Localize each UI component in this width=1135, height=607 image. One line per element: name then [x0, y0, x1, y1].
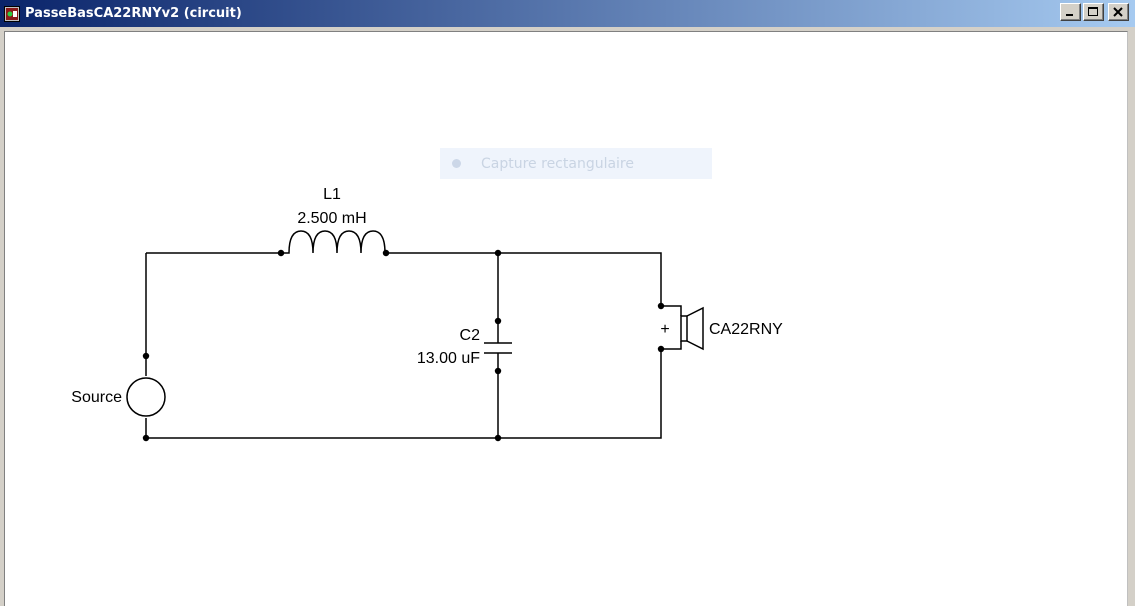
window-controls	[1060, 3, 1129, 21]
window-title: PasseBasCA22RNYv2 (circuit)	[25, 6, 242, 21]
maximize-icon	[1088, 7, 1098, 16]
speaker-polarity-label: +	[660, 321, 669, 338]
inductor-name-label: L1	[323, 186, 341, 203]
capacitor-name-label: C2	[460, 327, 481, 344]
wire-spk-plus	[661, 305, 682, 316]
source-label: Source	[71, 389, 122, 406]
title-bar[interactable]: PasseBasCA22RNYv2 (circuit)	[0, 0, 1135, 27]
speaker-name-label: CA22RNY	[709, 321, 783, 338]
minimize-icon	[1066, 14, 1073, 16]
source-symbol	[126, 377, 166, 417]
speaker-magnet	[680, 315, 688, 342]
maximize-button[interactable]	[1083, 3, 1104, 21]
close-button[interactable]	[1108, 3, 1129, 21]
wire-top-right	[386, 252, 662, 306]
speaker-cone	[686, 306, 704, 351]
wire-bottom	[145, 349, 662, 439]
capture-rectangle-overlay[interactable]: Capture rectangulaire	[440, 148, 712, 179]
schematic-canvas[interactable]: L1 2.500 mH C2 13.00 uF Source + CA22RNY	[4, 31, 1128, 606]
circuit-app-icon[interactable]	[4, 5, 20, 22]
inductor-l1-symbol	[281, 230, 386, 254]
titlebar-background	[0, 0, 1135, 27]
minimize-button[interactable]	[1060, 3, 1081, 21]
capacitor-value-label: 13.00 uF	[417, 350, 480, 367]
wire-spk-minus	[661, 341, 682, 350]
record-dot-icon	[452, 159, 461, 168]
close-icon	[1113, 7, 1123, 17]
capture-label: Capture rectangulaire	[481, 155, 634, 172]
junction-dots	[142, 249, 665, 442]
circuit-schematic: L1 2.500 mH C2 13.00 uF Source + CA22RNY	[71, 186, 783, 442]
inductor-value-label: 2.500 mH	[297, 210, 366, 227]
